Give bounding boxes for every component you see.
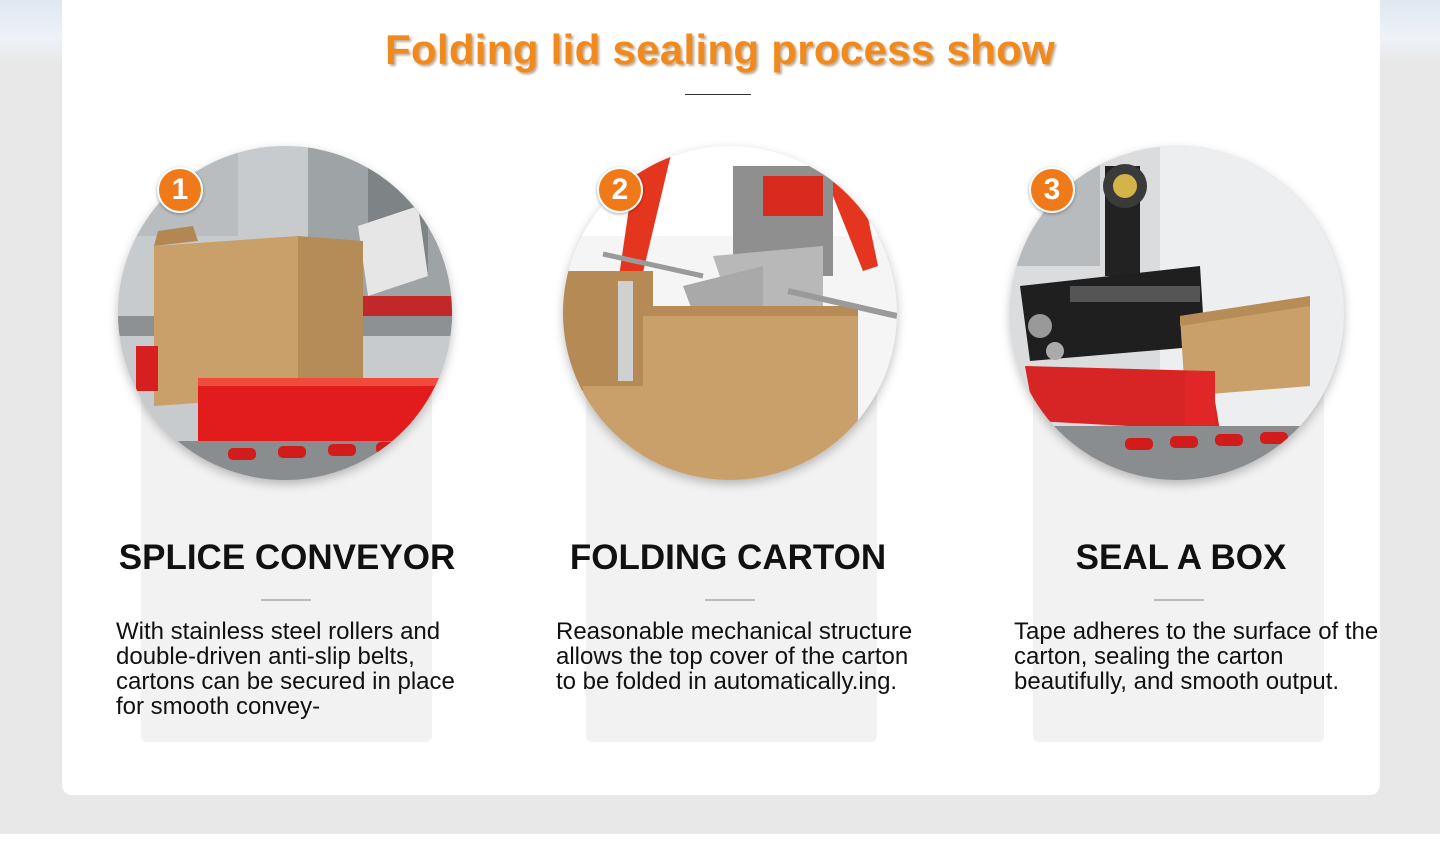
conveyor-image — [118, 146, 452, 480]
step-divider — [705, 599, 755, 601]
title-divider — [685, 94, 751, 95]
sealing-scene-icon — [1010, 146, 1344, 480]
step-description: Reasonable mechanical structure allows t… — [556, 618, 913, 695]
step-heading: SEAL A BOX — [1075, 538, 1287, 577]
conveyor-scene-icon — [118, 146, 452, 480]
step-number-badge: 3 — [1029, 167, 1075, 213]
page-title: Folding lid sealing process show — [384, 26, 1056, 73]
step-number-badge: 1 — [157, 167, 203, 213]
sealing-image — [1010, 146, 1344, 480]
step-heading: FOLDING CARTON — [569, 538, 887, 577]
folding-image — [563, 146, 897, 480]
step-divider — [1154, 599, 1204, 601]
step-description: Tape adheres to the surface of the carto… — [1014, 618, 1379, 695]
step-divider — [261, 599, 311, 601]
step-number-badge: 2 — [597, 167, 643, 213]
step-heading: SPLICE CONVEYOR — [118, 538, 456, 577]
step-description: With stainless steel rollers and double-… — [116, 618, 455, 720]
bottom-background-strip — [0, 834, 1440, 844]
